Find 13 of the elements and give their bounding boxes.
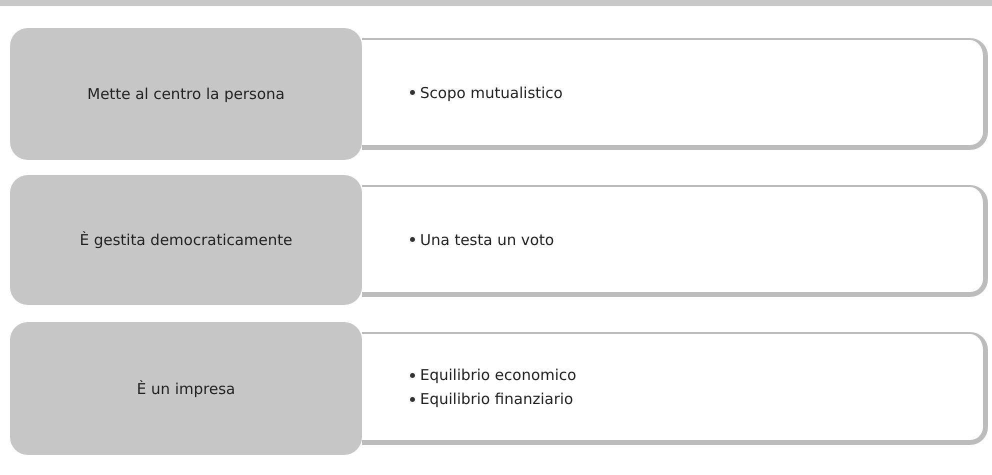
bullet-text: Equilibrio finanziario [420,389,574,410]
detail-box [362,38,988,150]
detail-box [362,332,988,445]
category-label: È gestita democraticamente [80,231,292,249]
category-label: Mette al centro la persona [87,85,285,103]
category-box [10,175,362,305]
category-box [10,322,362,455]
bullet-text: Equilibrio economico [420,365,576,386]
bullet-text: Scopo mutualistico [420,82,563,104]
bullet-text: Una testa un voto [420,230,554,250]
category-label: È un impresa [136,380,236,398]
category-box [10,28,362,160]
detail-box [362,185,988,297]
